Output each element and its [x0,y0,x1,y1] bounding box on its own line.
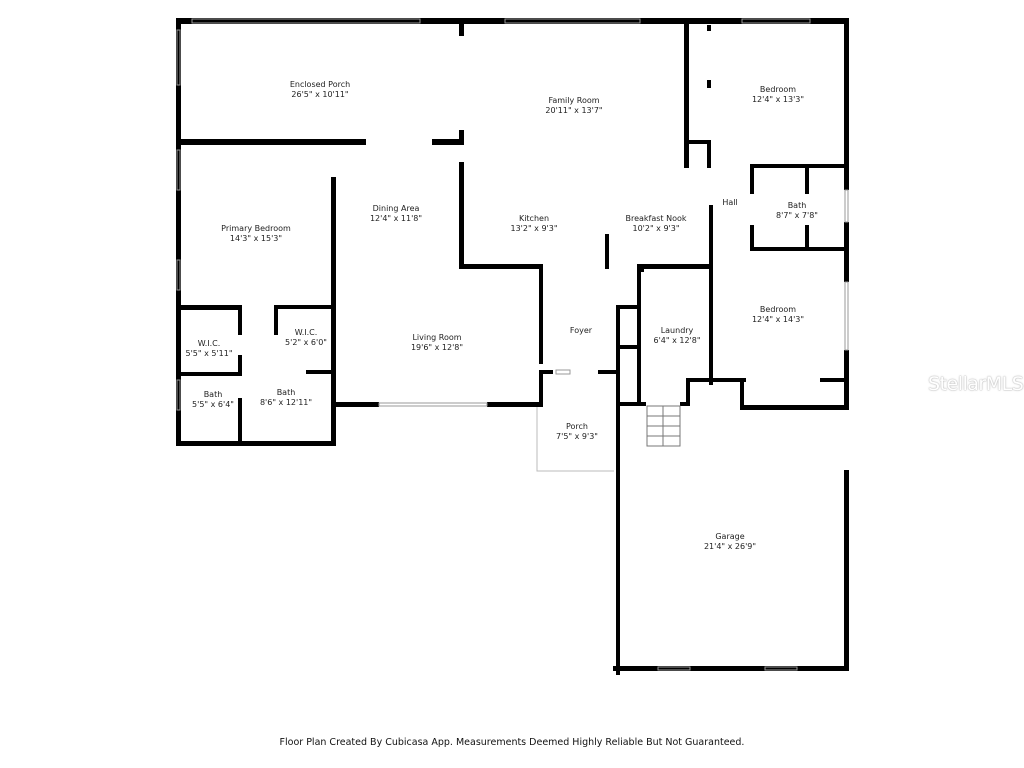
room-dims: 21'4" x 26'9" [703,542,757,551]
room-dims: 13'2" x 9'3" [510,224,558,233]
room-name: Bedroom [759,85,797,94]
walls [176,18,849,675]
room-name: Kitchen [518,214,550,223]
room-dims: 12'4" x 14'3" [751,315,805,324]
room-name: Bath [203,390,223,399]
room-label-wic-left: W.I.C.5'5" x 5'11" [185,339,232,359]
stairs [646,405,681,447]
room-name: W.I.C. [294,328,318,337]
room-dims: 8'7" x 7'8" [776,211,818,220]
room-name: Foyer [569,326,593,335]
room-dims: 5'5" x 5'11" [185,349,233,358]
room-name: Hall [722,198,738,207]
room-dims: 14'3" x 15'3" [229,234,283,243]
room-label-foyer: Foyer [570,326,592,336]
room-dims: 12'4" x 11'8" [369,214,423,223]
room-name: Living Room [412,333,462,342]
room-name: Laundry [660,326,694,335]
porch-outline [536,407,614,472]
footer-disclaimer: Floor Plan Created By Cubicasa App. Meas… [279,737,745,748]
room-label-wic-right: W.I.C.5'2" x 6'0" [285,328,327,348]
room-dims: 5'5" x 6'4" [192,400,234,409]
windows [176,18,849,671]
room-name: Family Room [548,96,600,105]
room-dims: 12'4" x 13'3" [751,95,805,104]
room-name: Garage [715,532,745,541]
room-dims: 6'4" x 12'8" [653,336,701,345]
room-dims: 20'11" x 13'7" [545,106,603,115]
room-name: Enclosed Porch [289,80,351,89]
room-name: Bedroom [759,305,797,314]
room-dims: 26'5" x 10'11" [291,90,349,99]
room-dims: 10'2" x 9'3" [632,224,680,233]
room-name: Primary Bedroom [221,224,291,233]
watermark: StellarMLS [928,373,1024,395]
room-dims: 19'6" x 12'8" [410,343,464,352]
room-name: Dining Area [372,204,420,213]
room-name: Bath [276,388,296,397]
room-name: Porch [565,422,588,431]
room-name: Breakfast Nook [625,214,687,223]
room-label-hall: Hall [722,198,737,208]
room-name: W.I.C. [197,339,221,348]
room-dims: 7'5" x 9'3" [556,432,598,441]
room-dims: 5'2" x 6'0" [285,338,327,347]
room-name: Bath [787,201,807,210]
room-dims: 8'6" x 12'11" [259,398,313,407]
